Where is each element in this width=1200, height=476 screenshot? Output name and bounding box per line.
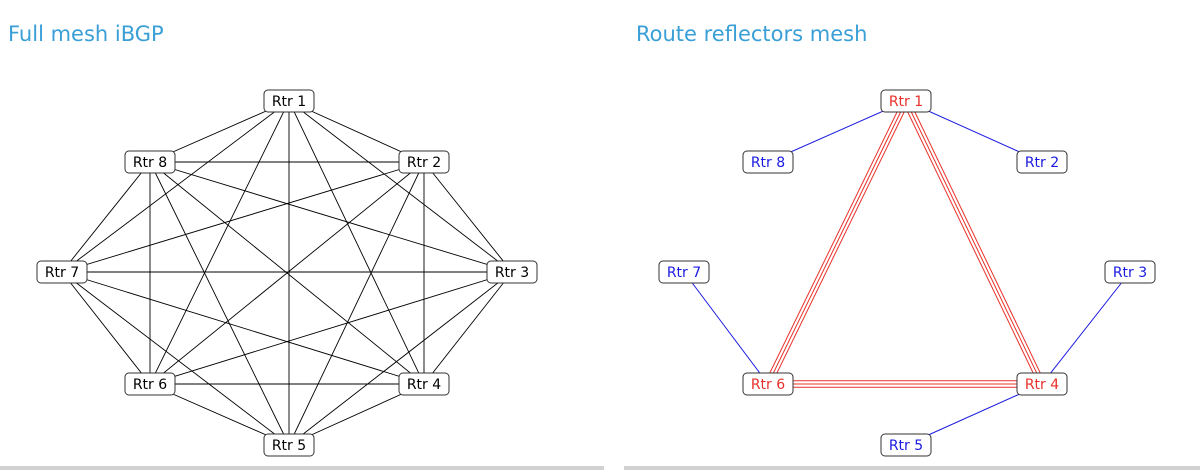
router-box [398,372,450,396]
router-node-r7: Rtr 7 [36,260,88,284]
router-box [742,150,794,174]
client-link-r7-r6 [683,271,769,385]
router-label: Rtr 3 [495,265,529,281]
router-label: Rtr 4 [407,377,441,393]
router-node-r8: Rtr 8 [742,150,794,174]
router-box [398,150,450,174]
mesh-link-r1-r4 [288,100,425,385]
router-label: Rtr 7 [667,265,701,281]
mesh-link-r1-r3 [288,100,513,273]
router-label: Rtr 1 [272,94,306,110]
mesh-link-r4-r8 [149,161,425,385]
panel-divider [624,466,1200,470]
mesh-link-r7-r8 [61,161,151,273]
router-label: Rtr 6 [751,377,785,393]
router-node-r2: Rtr 2 [1016,150,1068,174]
full-mesh-panel: Full mesh iBGP Rtr 1 Rtr 2 Rtr 3 Rtr 4 Rtr 5… [0,22,604,470]
router-box [1104,260,1156,284]
full-mesh-title: Full mesh iBGP [8,22,164,46]
reflector-link-r6-r4 [768,380,1042,388]
mesh-link-r2-r7 [61,161,425,273]
router-node-r6: Rtr 6 [124,372,176,396]
mesh-link-r3-r5 [288,271,513,446]
router-label: Rtr 2 [1025,155,1059,171]
router-label: Rtr 8 [133,155,167,171]
mesh-link-r6-r7 [61,271,151,385]
router-label: Rtr 5 [272,438,306,454]
mesh-link-r2-r3 [423,161,513,273]
router-node-r6: Rtr 6 [742,372,794,396]
router-node-r8: Rtr 8 [124,150,176,174]
mesh-link-r5-r8 [149,161,290,446]
router-label: Rtr 3 [1113,265,1147,281]
router-box [124,150,176,174]
reflector-link-r1-r4 [902,99,1046,386]
mesh-link-r3-r4 [423,271,513,385]
mesh-link-r2-r5 [288,161,425,446]
router-box [124,372,176,396]
router-label: Rtr 2 [407,155,441,171]
route-reflector-diagram: Rtr 1 Rtr 2 Rtr 3 Rtr 4 Rtr 5 Rtr 6 Rtr 7 Rtr 8 [658,89,1156,457]
mesh-link-r1-r7 [61,100,290,273]
router-box [658,260,710,284]
panel-divider [0,466,604,470]
router-label: Rtr 7 [45,265,79,281]
router-box [36,260,88,284]
router-node-r4: Rtr 4 [1016,372,1068,396]
router-label: Rtr 8 [751,155,785,171]
router-node-r3: Rtr 3 [486,260,538,284]
mesh-link-r3-r8 [149,161,513,273]
mesh-link-r5-r7 [61,271,290,446]
router-box [486,260,538,284]
route-reflector-title: Route reflectors mesh [636,22,868,46]
mesh-link-r4-r7 [61,271,425,385]
router-node-r2: Rtr 2 [398,150,450,174]
router-box [880,433,932,457]
router-node-r4: Rtr 4 [398,372,450,396]
mesh-link-r1-r6 [149,100,290,385]
router-label: Rtr 5 [889,438,923,454]
router-box [1016,372,1068,396]
router-box [1016,150,1068,174]
router-box [263,433,315,457]
router-label: Rtr 4 [1025,377,1059,393]
router-box [742,372,794,396]
full-mesh-diagram: Rtr 1 Rtr 2 Rtr 3 Rtr 4 Rtr 5 Rtr 6 Rtr 7 Rtr 8 [36,89,538,457]
mesh-link-r3-r6 [149,271,513,385]
router-label: Rtr 1 [889,94,923,110]
router-node-r1: Rtr 1 [263,89,315,113]
reflector-link-r1-r6 [764,99,910,386]
router-node-r5: Rtr 5 [880,433,932,457]
router-node-r1: Rtr 1 [880,89,932,113]
router-node-r7: Rtr 7 [658,260,710,284]
client-link-r3-r4 [1041,271,1131,385]
router-box [263,89,315,113]
router-node-r5: Rtr 5 [263,433,315,457]
router-label: Rtr 6 [133,377,167,393]
router-box [880,89,932,113]
router-node-r3: Rtr 3 [1104,260,1156,284]
